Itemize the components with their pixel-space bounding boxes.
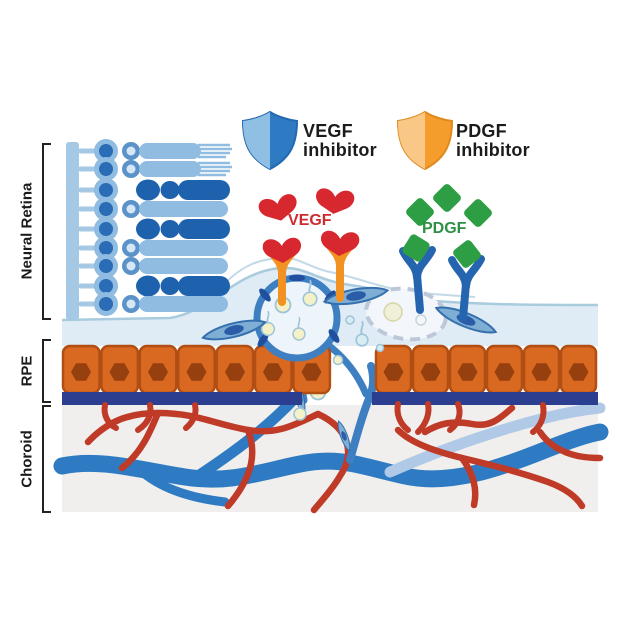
droplet — [383, 302, 403, 322]
rpe-cells — [61, 344, 598, 395]
photoreceptor-row — [78, 197, 228, 221]
leak-droplets — [260, 279, 385, 366]
vegf-inhibitor-line2: inhibitor — [303, 139, 377, 160]
photoreceptor-row — [78, 254, 228, 278]
pdgf-inhibitor-label: PDGF inhibitor — [456, 122, 530, 160]
photoreceptor-row — [78, 292, 228, 316]
pdgf-inhibitor-line2: inhibitor — [456, 139, 530, 160]
vegf-inhibitor-label: VEGF inhibitor — [303, 122, 377, 160]
choriocapillaris-stubs — [101, 401, 547, 435]
neovascular-loop — [253, 274, 341, 362]
bruchs-membrane — [62, 392, 598, 405]
outer-limiting-membrane — [66, 142, 79, 320]
layer-brackets — [42, 143, 51, 513]
choroid-layer — [53, 392, 609, 514]
photoreceptor-row — [78, 139, 232, 163]
neural-retina-bracket — [42, 143, 51, 320]
rpe-layer-label: RPE — [18, 355, 36, 387]
choroid-layer-label: Choroid — [18, 430, 36, 488]
cnv-lesion — [253, 274, 448, 366]
pdgf-inhibitor-shield-icon — [396, 110, 454, 171]
photoreceptor-row — [78, 157, 232, 181]
photoreceptor-layer — [66, 139, 232, 320]
pdgf-inhibitor-line1: PDGF — [456, 121, 507, 141]
photoreceptor-row — [78, 217, 230, 241]
rpe-layer — [61, 344, 598, 435]
choroid-blue-vessels — [53, 392, 609, 507]
vegf-inhibitor-line1: VEGF — [303, 121, 353, 141]
vegf-inhibitor-shield-icon — [241, 110, 299, 171]
photoreceptor-row — [78, 236, 228, 260]
vegf-ligand-label: VEGF — [288, 212, 332, 229]
droplet — [415, 314, 427, 326]
neural-retina-layer-label: Neural Retina — [18, 182, 36, 280]
choroid-bracket — [42, 405, 51, 513]
photoreceptor-row — [78, 274, 230, 298]
rpe-bracket — [42, 339, 51, 403]
pdgf-ligand-label: PDGF — [422, 220, 467, 237]
elevated-membrane-line — [214, 256, 476, 298]
choroid-red-vessels — [84, 404, 604, 514]
photoreceptor-row — [78, 178, 230, 202]
pdgf-receptor — [448, 255, 485, 322]
regressing-vessel — [364, 286, 448, 342]
